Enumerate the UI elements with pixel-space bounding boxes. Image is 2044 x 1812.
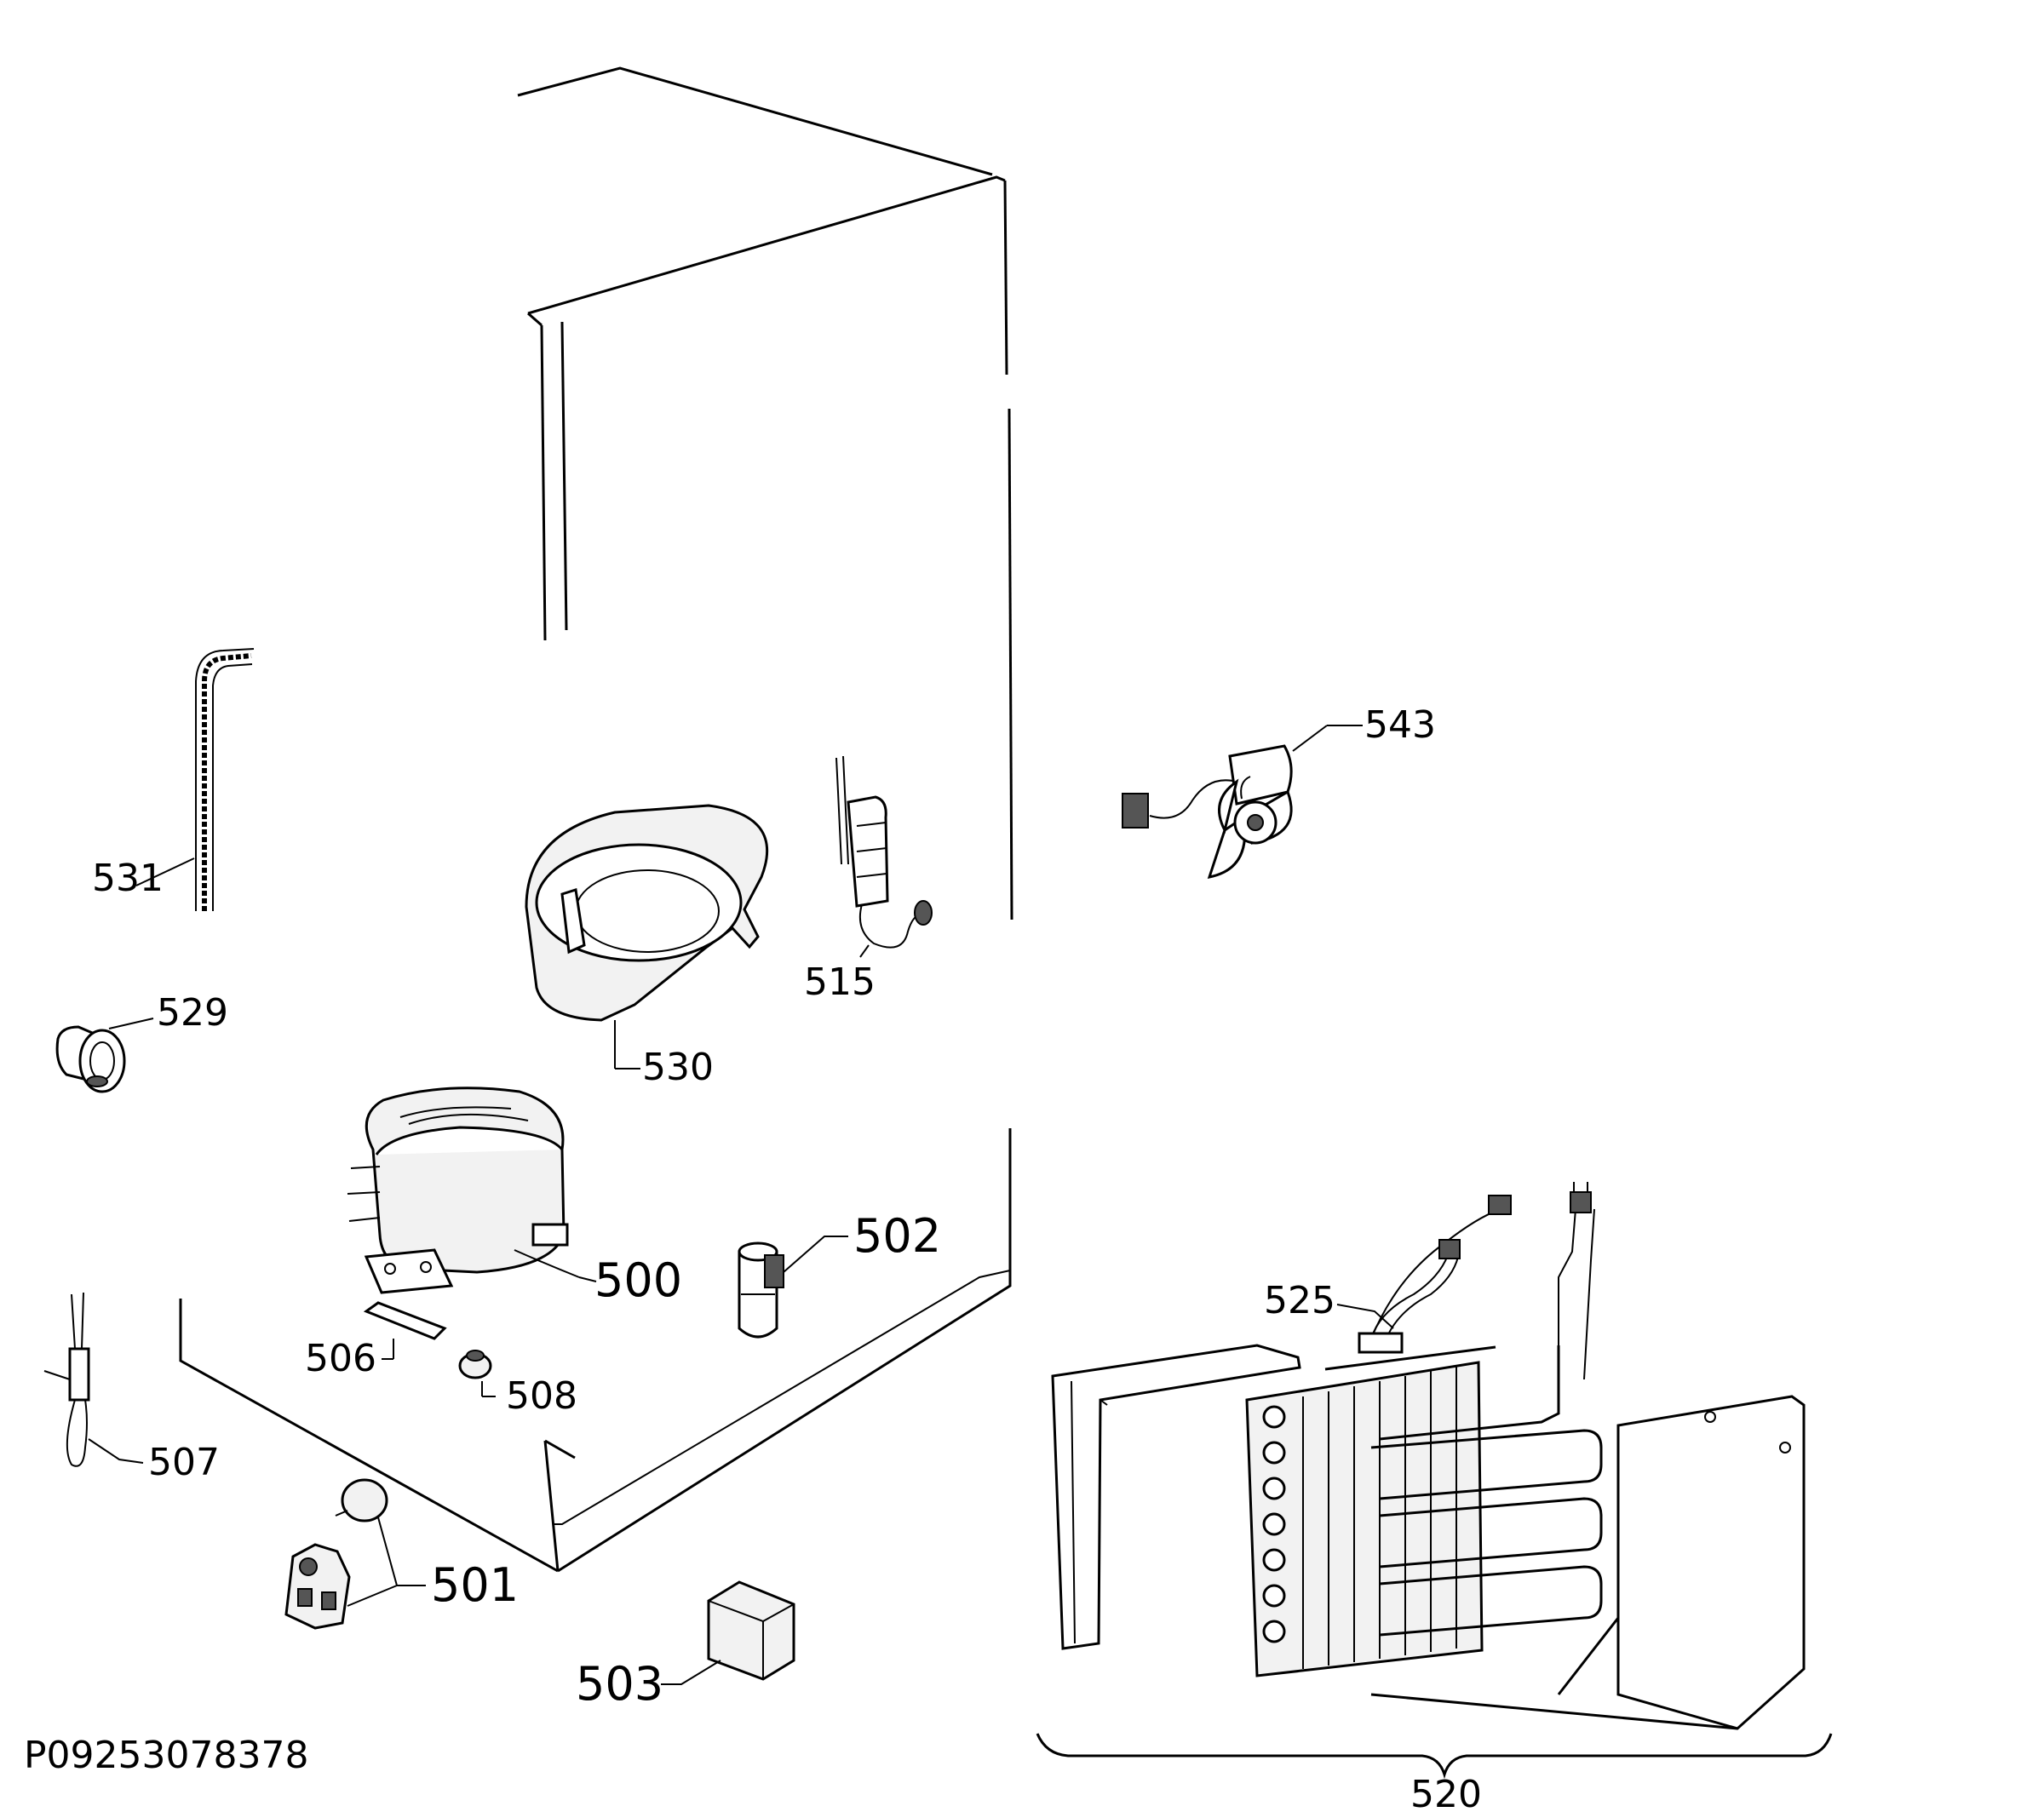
callout-515: 515 <box>804 960 876 1004</box>
callout-507: 507 <box>148 1441 220 1484</box>
callout-502: 502 <box>853 1209 941 1263</box>
diagram-code: P09253078378 <box>24 1734 308 1777</box>
callout-506: 506 <box>305 1337 376 1380</box>
part-529-grommet <box>55 1018 154 1093</box>
part-503-electrical-box <box>661 1580 795 1685</box>
callout-529: 529 <box>157 991 228 1035</box>
part-525-wire-harness <box>1336 1195 1512 1354</box>
part-500-compressor <box>347 1087 597 1294</box>
part-530-drip-tray <box>525 804 769 1069</box>
callout-520: 520 <box>1410 1773 1482 1812</box>
part-502-start-capacitor <box>738 1236 848 1339</box>
part-506-bracket <box>363 1301 447 1360</box>
callout-503: 503 <box>576 1657 663 1711</box>
part-508-rubber-grommet <box>458 1350 496 1397</box>
fin-hatching <box>1302 1366 1457 1669</box>
callout-525: 525 <box>1264 1279 1335 1322</box>
part-507-temperature-sensor <box>43 1292 144 1467</box>
bracket-520 <box>1036 1733 1833 1780</box>
callout-508: 508 <box>506 1374 577 1418</box>
part-543-fan-motor <box>1122 725 1363 879</box>
callout-501: 501 <box>431 1558 519 1612</box>
part-501-relay-overload <box>284 1478 426 1630</box>
part-520-condenser-assembly <box>1051 1182 1806 1730</box>
cabinet-outline <box>179 66 1013 1573</box>
callout-530: 530 <box>642 1046 714 1089</box>
callout-500: 500 <box>594 1253 682 1307</box>
callout-531: 531 <box>92 857 164 900</box>
part-531-insulated-tube <box>135 648 255 911</box>
part-515-heater <box>835 755 933 958</box>
callout-543: 543 <box>1364 703 1436 747</box>
tube-ends <box>1262 1405 1286 1643</box>
